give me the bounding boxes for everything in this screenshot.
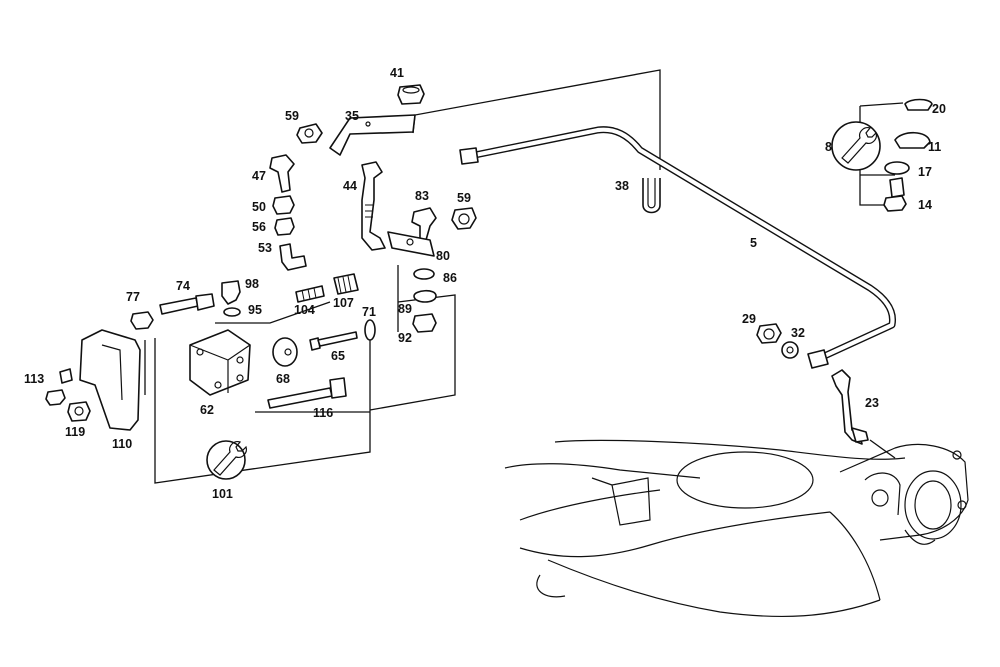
wrench-tool-icon: [831, 121, 881, 171]
callout-71: 71: [362, 305, 376, 319]
callout-20: 20: [932, 102, 946, 116]
callout-41: 41: [390, 66, 404, 80]
callout-50: 50: [252, 200, 266, 214]
hardware: [45, 84, 933, 431]
callout-74: 74: [176, 279, 190, 293]
wrench-tool-icon: [206, 440, 247, 480]
callout-59: 59: [457, 191, 471, 205]
callout-35: 35: [345, 109, 359, 123]
callout-80: 80: [436, 249, 450, 263]
callout-29: 29: [742, 312, 756, 326]
callout-23: 23: [865, 396, 879, 410]
callout-65: 65: [331, 349, 345, 363]
callout-44: 44: [343, 179, 357, 193]
callout-113: 113: [24, 372, 44, 386]
callout-17: 17: [918, 165, 932, 179]
callout-11: 11: [928, 140, 941, 154]
leader-lines: [144, 69, 905, 484]
callout-77: 77: [126, 290, 140, 304]
callout-62: 62: [200, 403, 214, 417]
callout-56: 56: [252, 220, 266, 234]
callout-59: 59: [285, 109, 299, 123]
callout-86: 86: [443, 271, 457, 285]
callout-14: 14: [918, 198, 932, 212]
stabilizer-bar: [459, 126, 897, 369]
callout-101: 101: [212, 487, 233, 501]
callout-38: 38: [615, 179, 629, 193]
callout-95: 95: [248, 303, 262, 317]
u-bolt: [642, 178, 661, 214]
callout-47: 47: [252, 169, 266, 183]
callout-107: 107: [333, 296, 354, 310]
callout-104: 104: [294, 303, 315, 317]
link-rod: [831, 369, 869, 445]
callout-5: 5: [750, 236, 757, 250]
callout-110: 110: [112, 437, 132, 451]
callout-83: 83: [415, 189, 429, 203]
callout-119: 119: [65, 425, 85, 439]
callout-92: 92: [398, 331, 412, 345]
callout-32: 32: [791, 326, 805, 340]
callout-53: 53: [258, 241, 272, 255]
callout-98: 98: [245, 277, 259, 291]
callout-8: 8: [825, 140, 832, 154]
callout-labels: 41 59 35 47 44 50 56 53 83 59 80 86 89 9…: [24, 66, 946, 501]
control-arm: [504, 439, 969, 618]
callout-89: 89: [398, 302, 412, 316]
callout-68: 68: [276, 372, 290, 386]
callout-116: 116: [313, 406, 333, 420]
